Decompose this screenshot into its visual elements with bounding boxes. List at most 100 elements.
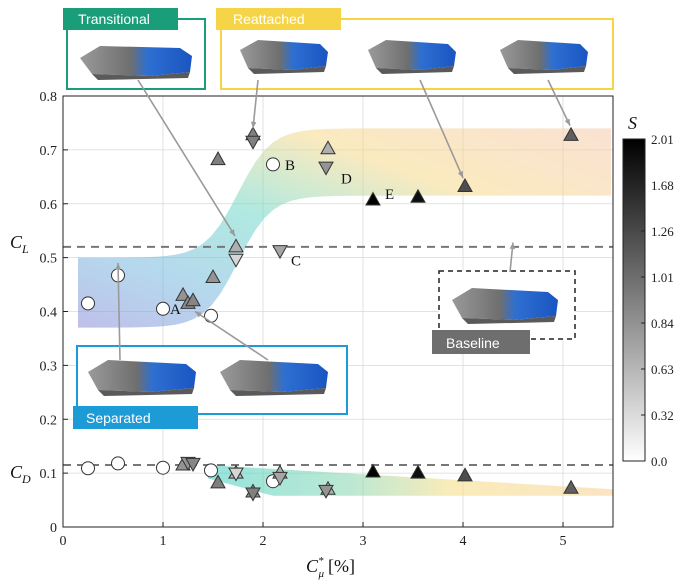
data-point-triangle-down xyxy=(318,161,334,176)
leader-arrowhead xyxy=(250,121,257,129)
leader-line xyxy=(419,79,464,179)
cmu-symbol: C xyxy=(306,556,319,576)
data-point-triangle-down xyxy=(228,467,244,482)
cl-symbol: C xyxy=(10,232,23,252)
colorbar-gradient xyxy=(622,138,646,462)
data-point-triangle-up xyxy=(210,474,226,489)
leader-line xyxy=(117,262,121,361)
car-body xyxy=(240,40,328,70)
colorbar: S 0.00.320.630.841.011.261.682.01 xyxy=(622,113,674,469)
annotation-label: A xyxy=(170,302,181,318)
car-underside xyxy=(248,66,326,74)
y-axis-title-cl: CL xyxy=(10,232,29,256)
x-axis-title: C*μ[%] xyxy=(306,555,355,580)
colorbar-title: S xyxy=(628,113,637,133)
data-point-triangle-up xyxy=(320,140,336,155)
annotation-label: B xyxy=(285,158,295,174)
y-tick-label: 0.1 xyxy=(40,467,58,482)
colorbar-tick-label: 0.84 xyxy=(651,316,674,331)
cd-regime-band xyxy=(208,465,613,496)
colorbar-tick-label: 0.0 xyxy=(651,454,667,469)
data-point-triangle-up xyxy=(563,126,579,141)
data-point-triangle-up xyxy=(410,464,426,479)
colorbar-tick-label: 1.68 xyxy=(651,178,674,193)
colorbar-tick-label: 1.26 xyxy=(651,224,674,239)
colorbar-tick-label: 1.01 xyxy=(651,270,674,285)
leader-arrowhead xyxy=(229,229,235,237)
car-underside xyxy=(376,66,454,74)
data-point-triangle-up xyxy=(410,188,426,203)
separated-car-image-2 xyxy=(220,360,328,396)
transitional-label-bg xyxy=(63,8,178,30)
car-body xyxy=(452,288,558,320)
leader-arrowhead xyxy=(457,170,463,178)
colorbar-tick-label: 0.63 xyxy=(651,362,674,377)
y-tick-label: 0.4 xyxy=(40,306,58,321)
y-tick-label: 0.8 xyxy=(40,90,58,105)
data-point-triangle-up xyxy=(228,238,244,253)
data-point-triangle-down xyxy=(272,245,288,260)
cd-symbol: C xyxy=(10,462,23,482)
leader-arrowhead xyxy=(564,118,570,126)
data-point-triangle-up xyxy=(210,151,226,166)
separated-label-bg xyxy=(73,406,198,429)
data-point-triangle-up xyxy=(457,467,473,482)
data-point-triangle-down xyxy=(318,484,334,499)
x-tick-label: 0 xyxy=(60,534,67,549)
car-body xyxy=(88,360,196,392)
x-tick-label: 4 xyxy=(460,534,467,549)
x-tick-label: 5 xyxy=(560,534,567,549)
x-tick-label: 3 xyxy=(360,534,367,549)
data-point-circle xyxy=(204,308,218,323)
data-point-triangle-down xyxy=(272,471,288,486)
x-tick-label: 2 xyxy=(260,534,267,549)
reattached-car-image-2 xyxy=(368,40,456,74)
data-point-circle xyxy=(111,456,125,471)
y-tick-label: 0.6 xyxy=(40,198,58,213)
cmu-unit: [%] xyxy=(328,556,355,576)
leader-arrows xyxy=(115,79,571,361)
baseline-label: Baseline xyxy=(446,335,500,351)
y-tick-label: 0.3 xyxy=(40,359,58,374)
reattached-car-image-1 xyxy=(240,40,328,74)
baseline-label-bg xyxy=(432,330,530,354)
y-tick-label: 0 xyxy=(50,521,57,536)
baseline-inset: Baseline xyxy=(432,270,576,354)
leader-line xyxy=(194,310,269,361)
y-tick-label: 0.2 xyxy=(40,413,58,428)
data-point-circle xyxy=(266,157,280,172)
separated-car-image-1 xyxy=(88,360,196,396)
data-point-triangle-up xyxy=(175,286,191,301)
cmu-superscript: * xyxy=(318,555,324,567)
data-point-circle xyxy=(156,460,170,475)
leader-line xyxy=(252,79,259,129)
transitional-car-image xyxy=(80,46,192,80)
car-underside xyxy=(462,316,556,324)
leader-line xyxy=(547,79,571,126)
leader-arrowhead xyxy=(195,311,202,318)
transitional-inset: Transitional xyxy=(63,8,206,90)
data-point-triangle-down xyxy=(245,487,261,502)
x-tick-label: 1 xyxy=(160,534,167,549)
reattached-label-bg xyxy=(216,8,341,30)
annotation-label: C xyxy=(291,253,301,269)
annotation-label: E xyxy=(385,187,394,203)
transitional-label: Transitional xyxy=(78,11,150,27)
cd-subscript: D xyxy=(21,472,31,486)
car-underside xyxy=(92,72,190,80)
cl-subscript: L xyxy=(21,242,29,256)
data-point-triangle-down xyxy=(185,457,201,472)
colorbar-ticks: 0.00.320.630.841.011.261.682.01 xyxy=(641,132,674,469)
reattached-inset: Reattached xyxy=(216,8,614,90)
y-tick-label: 0.7 xyxy=(40,144,58,159)
annotation-label: D xyxy=(341,171,352,187)
colorbar-tick-label: 0.32 xyxy=(651,408,674,423)
separated-frame xyxy=(76,345,348,415)
data-point-triangle-up xyxy=(457,177,473,193)
car-body xyxy=(80,46,192,76)
data-point-circle xyxy=(156,301,170,316)
leader-arrowhead xyxy=(509,242,516,250)
data-point-circle xyxy=(81,296,95,311)
